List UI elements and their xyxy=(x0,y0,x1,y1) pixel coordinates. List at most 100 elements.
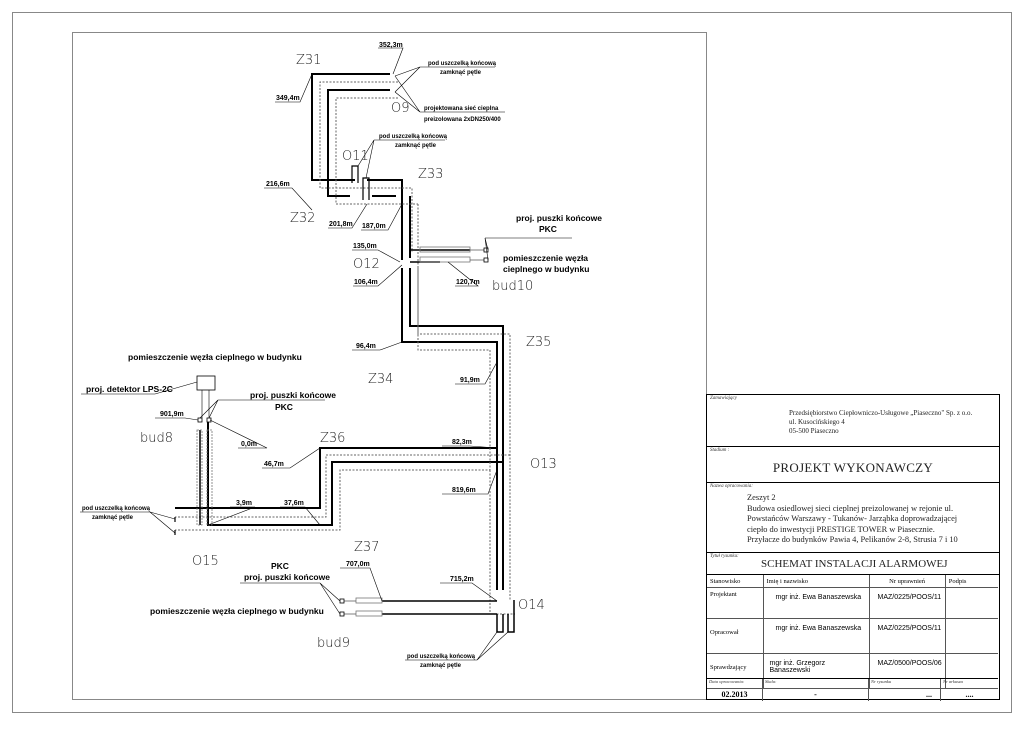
people-grid: Stanowisko Imię i nazwisko Nr uprawnień … xyxy=(707,575,998,699)
date-caption: Data opracowania: xyxy=(709,679,745,684)
distance-label: 707,0m xyxy=(346,561,370,568)
note-room-bud9: pomieszczenie węzła cieplnego w budynku xyxy=(150,606,324,616)
alarm-wire-1 xyxy=(175,81,511,600)
distance-label: 715,2m xyxy=(450,576,474,583)
note-seal-o9-1: pod uszczelką końcową xyxy=(428,61,497,67)
note-room-bud8: pomieszczenie węzła cieplnego w budynku xyxy=(128,352,302,362)
title-block: Zamawiający Przedsiębiorstwo Ciepłownicz… xyxy=(706,394,1000,701)
distance-label: 819,6m xyxy=(452,487,476,494)
column-header: Podpis xyxy=(945,575,998,588)
note-boxes-bud9: proj. puszki końcowe xyxy=(244,572,330,582)
sheet-number-value: .... xyxy=(965,690,974,699)
distance-label: 352,3m xyxy=(379,42,403,49)
drawing-title: SCHEMAT INSTALACJI ALARMOWEJ xyxy=(761,558,948,570)
branch-bud9 xyxy=(382,600,497,615)
drawing-frame xyxy=(72,32,707,700)
bud9-sleeve-1 xyxy=(355,597,383,604)
scale-cell: Skala: - xyxy=(763,679,869,701)
table-row: Projektant mgr inż. Ewa Banaszewska MAZ/… xyxy=(707,587,998,619)
table-row: Sprawdzający mgr inż. Grzegorz Banaszews… xyxy=(707,653,998,689)
zone-label-z31: Z31 xyxy=(296,53,321,68)
bud10-sleeve-2 xyxy=(419,256,471,263)
signature-cell xyxy=(945,587,998,619)
scale-caption: Skala: xyxy=(765,679,777,684)
note-room-bud10-2: cieplnego w budynku xyxy=(503,264,589,274)
distance-label: 37,6m xyxy=(284,500,304,507)
stage-value: PROJEKT WYKONAWCZY xyxy=(772,460,934,475)
note-seal-o11-2: zamknąć pętle xyxy=(395,143,437,149)
note-boxes-bud10: proj. puszki końcowe xyxy=(516,213,602,223)
signature-cell xyxy=(945,653,998,689)
pipe-return-main xyxy=(207,89,504,590)
building-label-bud10: bud10 xyxy=(492,279,533,294)
distance-label: 0,0m xyxy=(241,441,257,448)
distance-label: 135,0m xyxy=(353,243,377,250)
pkc-box-bud9-2 xyxy=(339,611,345,617)
drawing-number-cell: Nr rysunku ... xyxy=(869,679,941,701)
node-label-o9: O9 xyxy=(391,101,410,116)
zone-label-z36: Z36 xyxy=(320,431,345,446)
table-row: Opracował mgr inż. Ewa Banaszewska MAZ/0… xyxy=(707,618,998,654)
client-line: ul. Kusocińskiego 4 xyxy=(789,418,845,426)
note-seal-o9-2: zamknąć pętle xyxy=(440,70,482,76)
distance-label: 120,7m xyxy=(456,279,480,286)
building-label-bud8: bud8 xyxy=(140,431,173,446)
project-name-line: Powstańców Warszawy - Tukanów- Jarząbka … xyxy=(747,514,958,523)
project-name-line: Przyłacze do budynków Pawia 4, Pelikanów… xyxy=(747,535,958,544)
node-label-o15: O15 xyxy=(192,554,219,569)
drawing-number-value: ... xyxy=(926,690,932,699)
bud10-leads xyxy=(470,249,484,261)
license-cell: MAZ/0225/POOS/11 xyxy=(869,618,946,654)
distance-label: 201,8m xyxy=(329,221,353,228)
distance-label: 187,0m xyxy=(362,223,386,230)
project-name-caption: Nazwa opracowania: xyxy=(710,484,753,489)
signature-cell xyxy=(945,618,998,654)
building-label-bud9: bud9 xyxy=(317,636,350,651)
bud8-sleeve-2 xyxy=(206,429,213,526)
node-label-o13: O13 xyxy=(530,457,557,472)
client-caption: Zamawiający xyxy=(710,396,737,401)
sheet-number-caption: Nr arkusza xyxy=(943,679,963,684)
bud10-sleeve-1 xyxy=(419,246,471,253)
note-pkc-bud8: PKC xyxy=(275,402,293,412)
node-label-o14: O14 xyxy=(518,598,545,613)
client-line: Przedsiębiorstwo Ciepłowniczo-Usługowe „… xyxy=(789,409,973,417)
people-header-row: Stanowisko Imię i nazwisko Nr uprawnień … xyxy=(707,575,998,588)
project-name-line: Budowa osiedlowej sieci cieplnej preizol… xyxy=(747,503,954,513)
pipe-supply-main xyxy=(175,73,498,590)
detector-lps-2c xyxy=(196,375,216,391)
bud8-sleeve-1 xyxy=(196,429,203,526)
note-seal-o15-1: pod uszczelką końcową xyxy=(82,506,151,512)
drawing-title-section: Tytuł rysunku: SCHEMAT INSTALACJI ALARMO… xyxy=(707,553,999,575)
client-line: 05-500 Piaseczno xyxy=(789,427,839,435)
distance-label: 216,6m xyxy=(266,181,290,188)
distance-label: 82,3m xyxy=(452,439,472,446)
outer-border xyxy=(12,12,1012,713)
license-cell: MAZ/0225/POOS/11 xyxy=(869,587,946,619)
stage-section: Stadium : PROJEKT WYKONAWCZY xyxy=(707,447,999,483)
node-label-o12: O12 xyxy=(353,257,380,272)
note-room-bud10-1: pomieszczenie węzła xyxy=(503,253,588,263)
note-seal-o11-1: pod uszczelką końcową xyxy=(379,134,448,140)
name-cell: mgr inż. Ewa Banaszewska xyxy=(763,587,870,619)
zone-label-z32: Z32 xyxy=(290,211,315,226)
bud9-sleeve-2 xyxy=(355,610,383,617)
note-seal-o14-2: zamknąć pętle xyxy=(420,663,462,669)
zone-label-z35: Z35 xyxy=(526,335,551,350)
detector-leads xyxy=(201,388,210,418)
distance-label: 901,9m xyxy=(160,411,184,418)
distance-label: 106,4m xyxy=(354,279,378,286)
distance-label: 96,4m xyxy=(356,343,376,350)
note-pkc-bud10: PKC xyxy=(539,224,557,234)
zone-label-z33: Z33 xyxy=(418,167,443,182)
project-name-line: Zeszyt 2 xyxy=(747,493,776,502)
project-name-line: ciepło do inwestycji PRESTIGE TOWER w Pi… xyxy=(747,524,935,534)
date-cell: Data opracowania: 02.2013 xyxy=(707,679,763,701)
scale-value: - xyxy=(814,690,817,699)
drawing-title-caption: Tytuł rysunku: xyxy=(710,554,739,559)
pkc-box-bud9-1 xyxy=(339,598,345,604)
pkc-box-bud8-1 xyxy=(197,417,203,423)
zone-label-z37: Z37 xyxy=(354,540,379,555)
